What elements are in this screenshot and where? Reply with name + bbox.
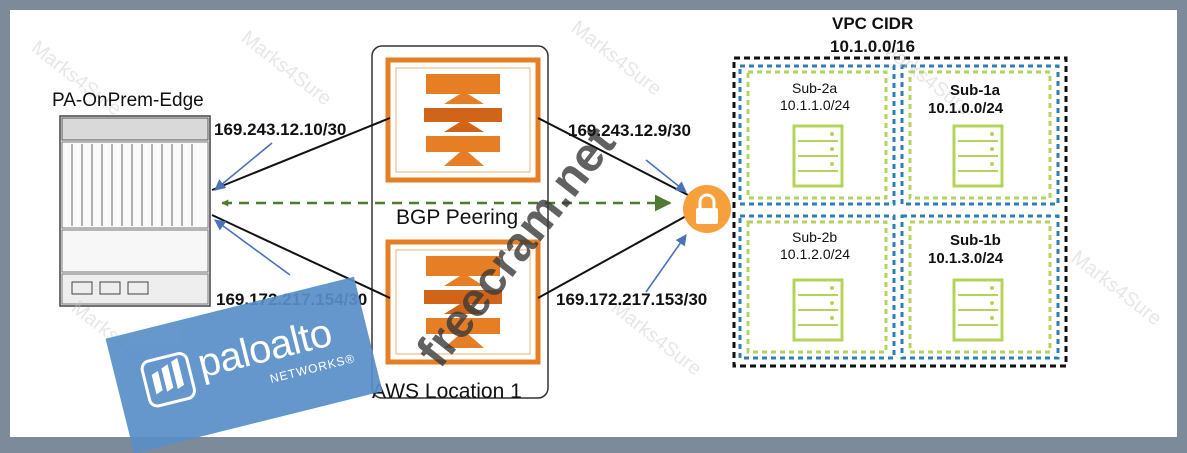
subnet-name: Sub-1b bbox=[950, 232, 1001, 249]
paloalto-logo: paloalto NETWORKS® bbox=[105, 276, 383, 453]
device-name: PA-OnPrem-Edge bbox=[52, 90, 204, 111]
server-icon bbox=[952, 278, 1004, 342]
diagram-canvas: Marks4Sure Marks4Sure Marks4Sure Marks4S… bbox=[10, 10, 1177, 437]
bgp-peering-label: BGP Peering bbox=[396, 206, 519, 229]
vpn-lock-icon bbox=[683, 185, 731, 233]
subnet-cidr: 10.1.0.0/24 bbox=[928, 100, 1004, 117]
vpc-title: VPC CIDR bbox=[832, 14, 914, 33]
subnet-cidr: 10.1.2.0/24 bbox=[780, 246, 851, 262]
firewall-device-icon bbox=[59, 115, 211, 307]
ip-label-top-left: 169.243.12.10/30 bbox=[214, 120, 347, 139]
subnet-boxes bbox=[738, 64, 1060, 360]
subnet-name: Sub-2b bbox=[792, 229, 838, 245]
paloalto-mark-icon bbox=[140, 352, 197, 408]
ip-label-top-right: 169.243.12.9/30 bbox=[568, 121, 691, 140]
network-diagram: Marks4Sure Marks4Sure Marks4Sure Marks4S… bbox=[27, 17, 1166, 399]
aws-location-box bbox=[371, 45, 549, 399]
server-icon bbox=[792, 124, 844, 188]
subnet-cidr: 10.1.3.0/24 bbox=[928, 250, 1004, 267]
ip-label-bottom-right: 169.172.217.153/30 bbox=[556, 290, 708, 309]
aws-gateway-icon bbox=[388, 60, 538, 180]
server-icon bbox=[792, 278, 844, 342]
watermark-text: Marks4Sure bbox=[237, 27, 336, 111]
vpc-boundary bbox=[732, 56, 1068, 368]
vpc-cidr: 10.1.0.0/16 bbox=[830, 37, 916, 56]
watermark-text: Marks4Sure bbox=[1067, 247, 1166, 331]
aws-location-label: AWS Location 1 bbox=[372, 380, 522, 403]
server-icon bbox=[952, 124, 1004, 188]
logo-brand: paloalto bbox=[193, 310, 337, 387]
subnet-cidr: 10.1.1.0/24 bbox=[780, 97, 851, 113]
watermark-text: Marks4Sure bbox=[567, 17, 666, 101]
subnet-name: Sub-1a bbox=[950, 82, 1001, 99]
tunnel-links bbox=[211, 117, 689, 299]
subnet-name: Sub-2a bbox=[792, 80, 838, 96]
ip-arrows bbox=[214, 142, 687, 293]
